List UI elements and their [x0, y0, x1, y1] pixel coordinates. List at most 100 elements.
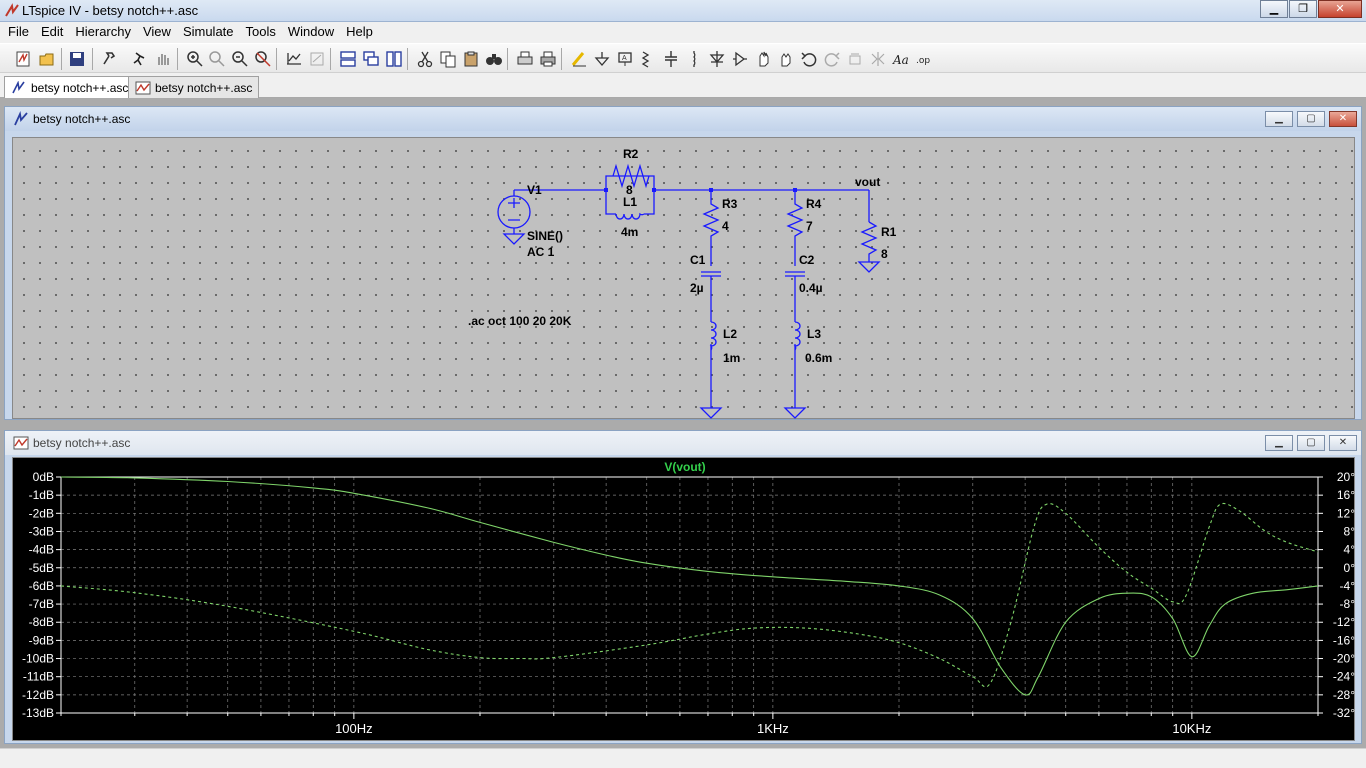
diode-button[interactable] [706, 48, 728, 70]
waveform-window: betsy notch++.asc ▁ ▢ ✕ 0dB-1dB-2dB-3dB-… [4, 430, 1362, 744]
capacitor-button[interactable] [660, 48, 682, 70]
menu-help[interactable]: Help [346, 24, 373, 39]
l2-name[interactable]: L2 [723, 327, 737, 341]
tab-schematic[interactable]: betsy notch++.asc [4, 76, 136, 99]
menu-view[interactable]: View [142, 24, 171, 39]
y-left-tick-label: 0dB [33, 470, 54, 484]
c1-name[interactable]: C1 [690, 253, 706, 267]
cascade-button[interactable] [360, 48, 382, 70]
delete-plot-button[interactable] [306, 48, 328, 70]
menu-simulate[interactable]: Simulate [182, 24, 234, 39]
mirror-button[interactable] [867, 48, 889, 70]
net-label-vout[interactable]: vout [855, 175, 880, 189]
schematic-maximize-button[interactable]: ▢ [1297, 111, 1325, 127]
r1-value[interactable]: 8 [881, 247, 888, 261]
close-button[interactable]: ✕ [1318, 0, 1362, 18]
v1-ac-value[interactable]: AC 1 [527, 245, 555, 259]
tile-vertical-button[interactable] [383, 48, 405, 70]
c2-name[interactable]: C2 [799, 253, 815, 267]
minimize-button[interactable]: ▁ [1260, 0, 1288, 18]
print-button[interactable] [537, 48, 559, 70]
wire-button[interactable] [568, 48, 590, 70]
new-schematic-button[interactable] [12, 48, 34, 70]
rotate-button[interactable] [844, 48, 866, 70]
menu-bar: File Edit Hierarchy View Simulate Tools … [0, 22, 1366, 42]
autorange-button[interactable] [283, 48, 305, 70]
y-right-tick-label: -24° [1333, 670, 1355, 684]
r1-name[interactable]: R1 [881, 225, 897, 239]
l3-name[interactable]: L3 [807, 327, 821, 341]
schematic-canvas[interactable]: V1 SINE() AC 1 R2 8 L1 4m R3 4 C1 2µ L2 … [12, 137, 1355, 419]
run-button[interactable] [128, 48, 150, 70]
cut-button[interactable] [414, 48, 436, 70]
window-title: LTspice IV - betsy notch++.asc [22, 3, 199, 18]
v1-value[interactable]: SINE() [527, 229, 563, 243]
resistor-button[interactable] [637, 48, 659, 70]
drag-button[interactable] [775, 48, 797, 70]
y-left-tick-label: -11dB [23, 670, 54, 684]
r3-name[interactable]: R3 [722, 197, 738, 211]
waveform-minimize-button[interactable]: ▁ [1265, 435, 1293, 451]
schematic-minimize-button[interactable]: ▁ [1265, 111, 1293, 127]
l1-name[interactable]: L1 [623, 195, 637, 209]
r2-name[interactable]: R2 [623, 147, 639, 161]
open-button[interactable] [36, 48, 58, 70]
zoom-out-button[interactable] [229, 48, 251, 70]
v1-name[interactable]: V1 [527, 183, 542, 197]
menu-window[interactable]: Window [287, 24, 335, 39]
c2-value[interactable]: 0.4µ [799, 281, 823, 295]
inductor-button[interactable] [683, 48, 705, 70]
r4-name[interactable]: R4 [806, 197, 822, 211]
l3-value[interactable]: 0.6m [805, 351, 832, 365]
svg-text:A: A [622, 55, 627, 62]
label-net-button[interactable]: A [614, 48, 636, 70]
v1-symbol [497, 195, 531, 229]
menu-edit[interactable]: Edit [40, 24, 64, 39]
component-button[interactable] [729, 48, 751, 70]
r2-value[interactable]: 8 [626, 183, 633, 197]
y-right-tick-label: -12° [1333, 615, 1355, 629]
waveform-plot[interactable]: 0dB-1dB-2dB-3dB-4dB-5dB-6dB-7dB-8dB-9dB-… [12, 457, 1355, 741]
undo-button[interactable] [798, 48, 820, 70]
l1-value[interactable]: 4m [621, 225, 638, 239]
move-button[interactable] [752, 48, 774, 70]
copy-button[interactable] [437, 48, 459, 70]
trace-label-vout[interactable]: V(vout) [664, 460, 705, 474]
menu-hierarchy[interactable]: Hierarchy [75, 24, 131, 39]
schematic-window-titlebar[interactable]: betsy notch++.asc ▁ ▢ ✕ [5, 107, 1361, 131]
menu-tools[interactable]: Tools [245, 24, 276, 39]
paste-button[interactable] [460, 48, 482, 70]
l1-symbol [605, 190, 655, 220]
schematic-close-button[interactable]: ✕ [1329, 111, 1357, 127]
redo-button[interactable] [821, 48, 843, 70]
c1-value[interactable]: 2µ [690, 281, 704, 295]
save-button[interactable] [66, 48, 88, 70]
print-preview-button[interactable] [514, 48, 536, 70]
waveform-close-button[interactable]: ✕ [1329, 435, 1357, 451]
tab-waveform[interactable]: betsy notch++.asc [128, 76, 260, 98]
control-panel-icon [103, 52, 116, 65]
magnitude-trace[interactable] [60, 476, 1319, 696]
text-button[interactable]: Aa [890, 48, 912, 70]
phase-trace[interactable] [60, 502, 1319, 688]
waveform-window-titlebar[interactable]: betsy notch++.asc ▁ ▢ ✕ [5, 431, 1361, 455]
zoom-fit-button[interactable] [252, 48, 274, 70]
l2-value[interactable]: 1m [723, 351, 740, 365]
ground-button[interactable] [591, 48, 613, 70]
spice-directive[interactable]: .ac oct 100 20 20K [468, 314, 572, 328]
control-panel-button[interactable] [98, 48, 120, 70]
zoom-in-button[interactable] [184, 48, 206, 70]
halt-button[interactable] [152, 48, 174, 70]
waveform-maximize-button[interactable]: ▢ [1297, 435, 1325, 451]
restore-button[interactable]: ❐ [1289, 0, 1317, 18]
print-preview-icon [517, 51, 533, 65]
zoom-pan-button[interactable] [206, 48, 228, 70]
spice-directive-button[interactable]: .op [913, 48, 935, 70]
find-button[interactable] [483, 48, 505, 70]
tile-horizontal-button[interactable] [337, 48, 359, 70]
capacitor-icon [665, 51, 677, 67]
r3-value[interactable]: 4 [722, 219, 729, 233]
menu-file[interactable]: File [8, 24, 29, 39]
r4-value[interactable]: 7 [806, 219, 813, 233]
schematic-window-controls: ▁ ▢ ✕ [1261, 111, 1357, 127]
